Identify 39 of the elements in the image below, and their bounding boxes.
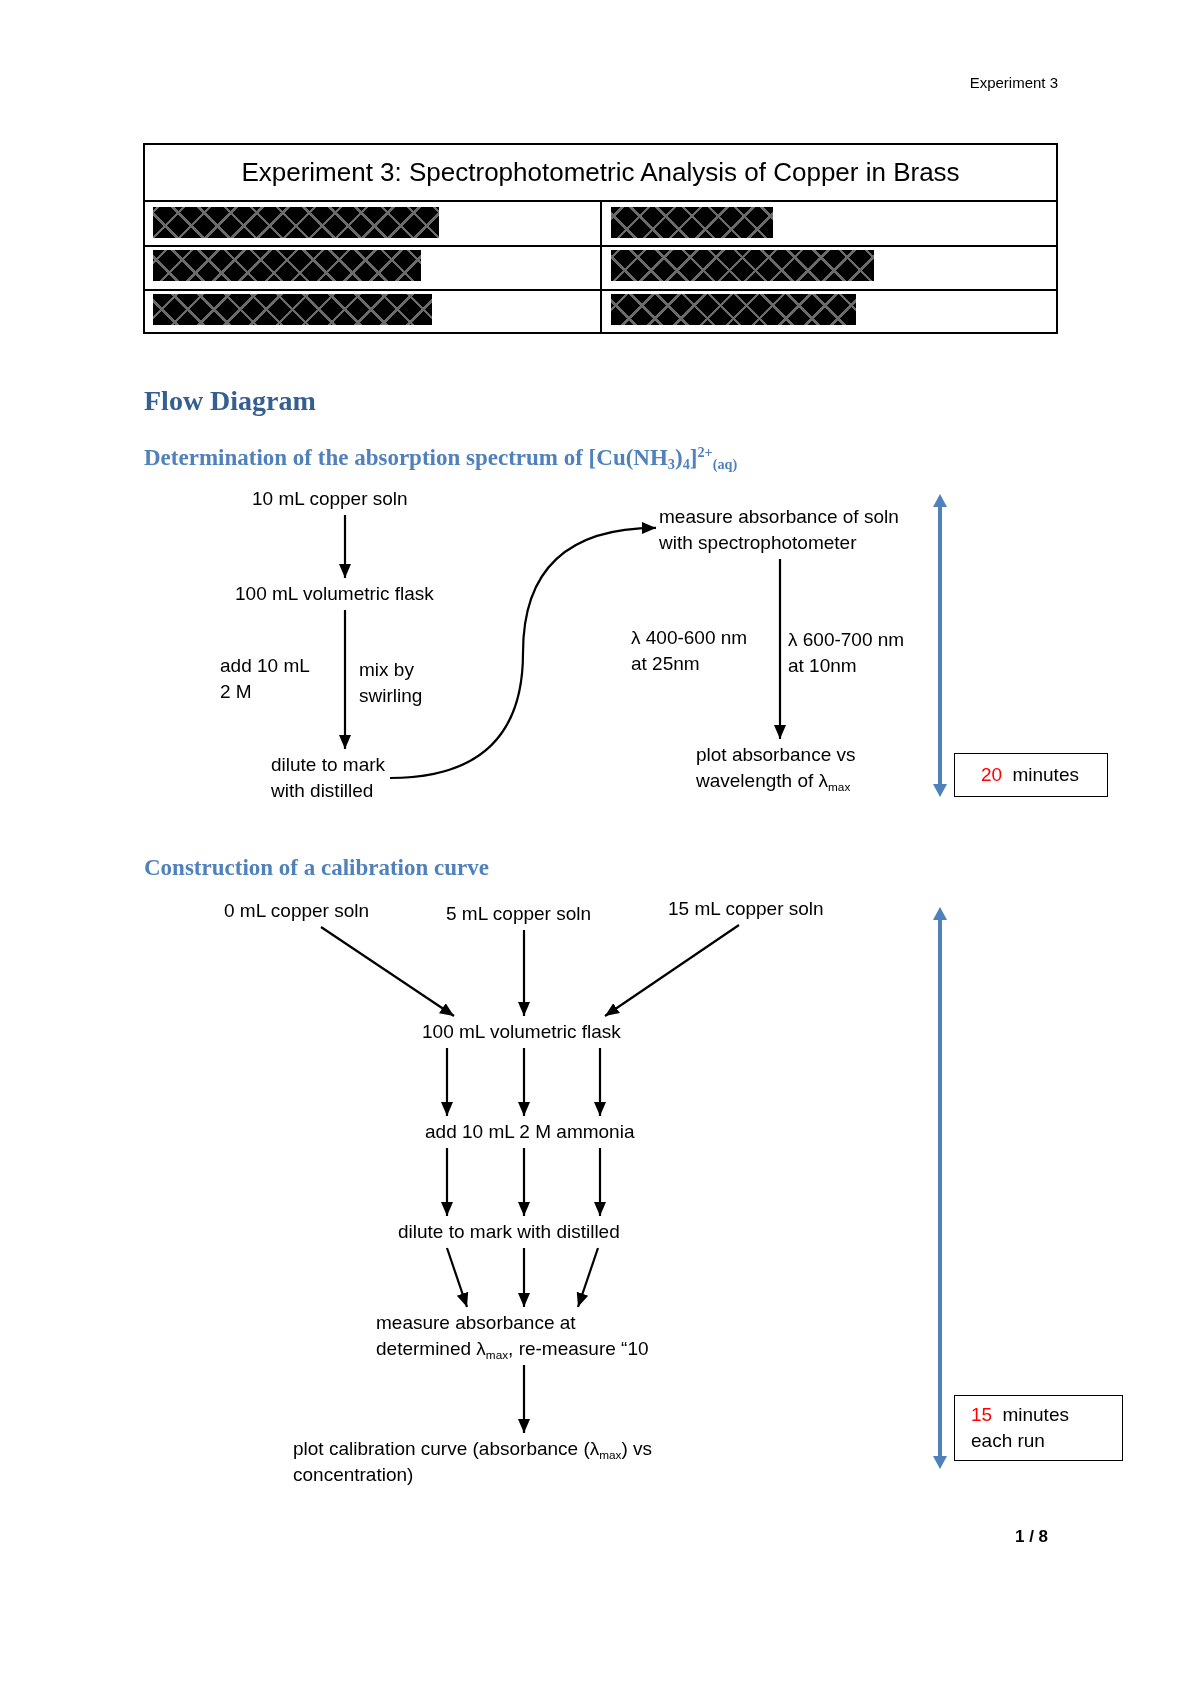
arrow (389, 522, 657, 780)
arrow (441, 1148, 453, 1216)
arrow (445, 1247, 469, 1308)
arrow (774, 559, 786, 739)
step-text: 100 mL volumetric flask (422, 1019, 622, 1045)
arrow (518, 930, 530, 1016)
step-text: plot absorbance vs wavelength of λ$_{max}$ (696, 742, 857, 794)
arrow (339, 610, 351, 749)
step-text: dilute to mark with distilled (398, 1219, 621, 1245)
step-text: 5 mL copper soln (446, 901, 593, 927)
arrow (518, 1365, 530, 1433)
duration-box: 20 minutes (954, 753, 1108, 797)
annotation: λ 600-700 nm at 10nm (788, 628, 906, 678)
arrow (594, 1148, 606, 1216)
step-text: plot calibration curve (absorbance (λ$_{max}$) vs concentration) (293, 1436, 654, 1488)
arrow (441, 1048, 453, 1116)
step-text: dilute to mark with distilled (271, 752, 387, 804)
page-heading: Flow Diagram (144, 384, 316, 418)
arrow (518, 1148, 530, 1216)
arrow (518, 1248, 530, 1307)
step-text: measure absorbance at determined λ$_{max}$, re-measure “10 (376, 1310, 650, 1362)
arrow (576, 1247, 600, 1308)
duration-box: 15 minutes each run (954, 1395, 1123, 1461)
arrow (518, 1048, 530, 1116)
arrow (594, 1048, 606, 1116)
step-text: measure absorbance of soln with spectrophotometer (659, 504, 900, 556)
step-text: 15 mL copper soln (668, 896, 825, 922)
arrow (604, 924, 740, 1017)
step-text: add 10 mL 2 M ammonia (425, 1119, 636, 1145)
annotation: mix by swirling (359, 658, 424, 708)
page-number: 1 / 8 (1015, 1526, 1049, 1548)
section-heading: Construction of a calibration curve (144, 854, 489, 882)
step-text: 0 mL copper soln (224, 898, 371, 924)
arrow (339, 515, 351, 578)
table-title: Experiment 3: Spectrophotometric Analysis of Copper in Brass (145, 145, 1056, 202)
page-header: Experiment 3 (969, 73, 1058, 93)
step-text: 10 mL copper soln (252, 486, 409, 512)
step-text: 100 mL volumetric flask (235, 581, 435, 607)
arrow (320, 926, 455, 1017)
